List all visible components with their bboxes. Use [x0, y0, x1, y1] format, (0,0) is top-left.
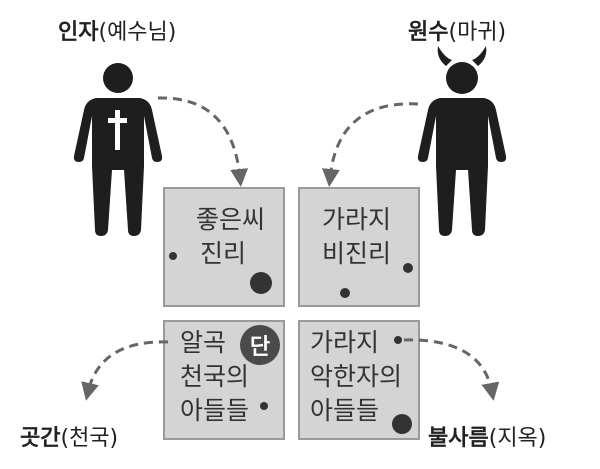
tares-bottom-line3: 아들들 [310, 396, 380, 425]
arrow-to-barn [81, 340, 169, 401]
arrow-sow-tares [321, 102, 419, 187]
tare-bottom-dot-large [392, 414, 412, 434]
seed-dot-small [169, 252, 177, 260]
wheat-line3: 아들들 [180, 396, 250, 425]
wheat-line2: 천국의 [180, 362, 250, 391]
son-of-man-title: 인자 [58, 20, 99, 45]
seed-dot-large [250, 272, 272, 294]
tare-bottom-dot-small [394, 336, 402, 344]
tares-bottom-line1: 가라지 [310, 328, 380, 357]
tares-bottom-line2: 악한자의 [310, 362, 403, 391]
barn-label: 곳간(천국) [20, 420, 118, 452]
tares-top-line2: 비진리 [322, 239, 392, 268]
good-seed-text: 좋은씨 진리 [196, 203, 265, 271]
son-of-man-subtitle: (예수님) [98, 20, 177, 45]
wheat-text: 알곡 천국의 아들들 [180, 326, 249, 428]
arrow-to-fire [403, 338, 500, 401]
tares-top-box [298, 187, 420, 307]
badge-circle: 단 [240, 325, 280, 365]
wheat-dot-small [260, 402, 268, 410]
tare-dot-bottom [340, 288, 350, 298]
enemy-title: 원수 [408, 20, 449, 45]
fire-subtitle: (지옥) [488, 426, 547, 451]
tares-top-line1: 가라지 [322, 205, 392, 234]
wheat-line1: 알곡 [180, 328, 227, 357]
enemy-subtitle: (마귀) [448, 20, 507, 45]
enemy-label: 원수(마귀) [408, 14, 506, 46]
barn-title: 곳간 [20, 426, 61, 451]
fire-label: 불사름(지옥) [428, 420, 546, 452]
good-seed-line1: 좋은씨 [196, 205, 266, 234]
fire-title: 불사름 [428, 426, 489, 451]
son-of-man-figure [73, 63, 163, 236]
tares-bottom-text: 가라지 악한자의 아들들 [310, 326, 402, 428]
arrow-sow-good-seed [157, 96, 249, 187]
tares-top-text: 가라지 비진리 [322, 203, 391, 271]
son-of-man-label: 인자(예수님) [58, 14, 176, 46]
barn-subtitle: (천국) [60, 426, 119, 451]
cross-icon [108, 110, 127, 150]
devil-figure [417, 46, 507, 236]
good-seed-line2: 진리 [200, 239, 247, 268]
tare-dot-right [403, 263, 413, 273]
